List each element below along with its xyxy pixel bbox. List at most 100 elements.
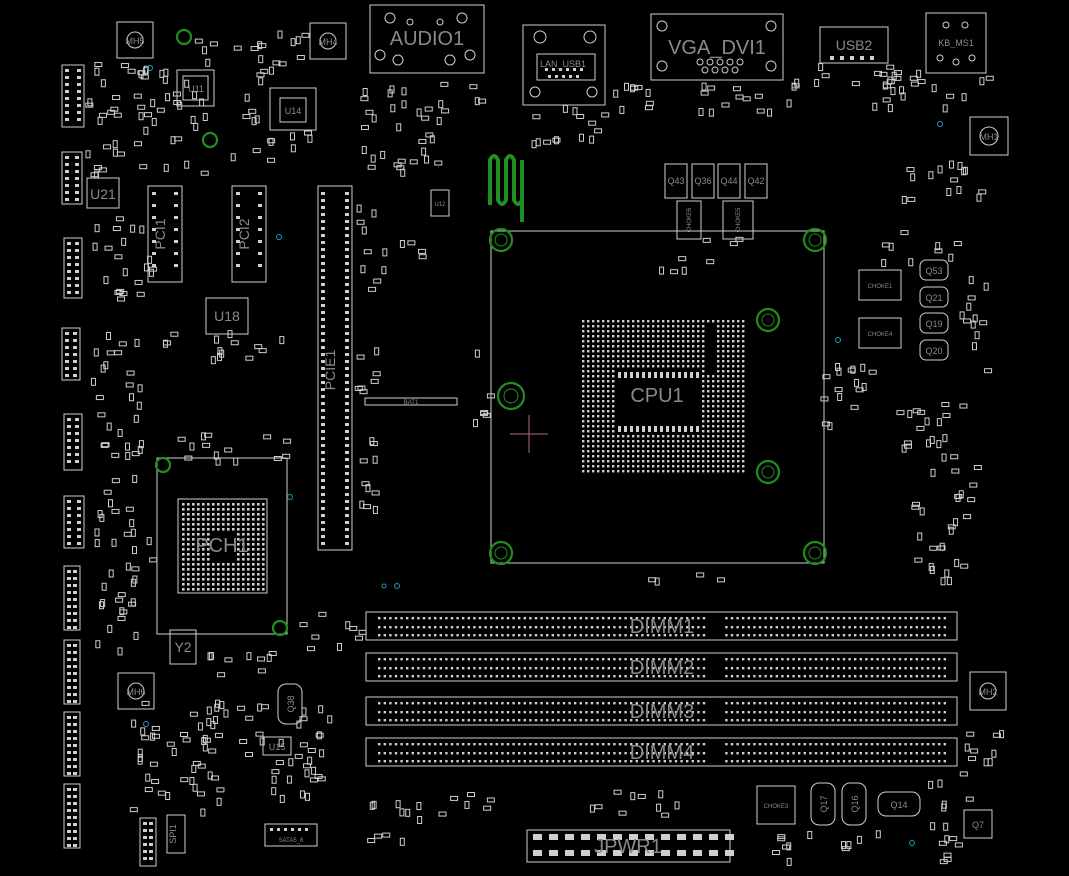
- q38-label: Q38: [286, 695, 296, 712]
- crosshair: [510, 415, 548, 453]
- lan-usb-label: LAN_USB1: [540, 59, 586, 69]
- mosfet-q53[interactable]: Q53: [919, 259, 949, 281]
- u12-label: U12: [434, 202, 446, 208]
- pch-label: PCH1: [195, 535, 248, 557]
- u15-label: U15: [269, 742, 286, 752]
- bat-label: BAT1: [404, 400, 419, 406]
- ic-u21[interactable]: U21: [86, 177, 120, 209]
- spi-header[interactable]: SPI1: [166, 814, 186, 854]
- mosfet-q17[interactable]: Q17: [810, 782, 836, 826]
- choke-6[interactable]: CHOKE6: [676, 200, 702, 240]
- serpentine-trace: [488, 154, 524, 222]
- lan-usb-connector[interactable]: LAN_USB1: [522, 24, 606, 106]
- pch-chip[interactable]: PCH1: [156, 457, 288, 635]
- dimm1-label: DIMM1: [630, 616, 694, 638]
- q43-label: Q43: [667, 176, 684, 186]
- mount-hole-mh2[interactable]: MH2: [969, 671, 1007, 711]
- q21-label: Q21: [925, 293, 942, 303]
- mount-hole-mh1[interactable]: MH1: [969, 116, 1009, 156]
- q17-label: Q17: [819, 795, 829, 812]
- passive-components: [85, 30, 1005, 866]
- cpu-label: CPU1: [630, 385, 683, 407]
- q38[interactable]: Q38: [277, 683, 303, 725]
- choke1-label: CHOKE1: [868, 284, 893, 290]
- mh5-label: MH5: [125, 36, 144, 46]
- mount-hole-mh4[interactable]: MH4: [309, 22, 347, 60]
- sata-label: SATA5_6: [279, 838, 304, 844]
- sata-connector[interactable]: SATA5_6: [264, 823, 318, 847]
- dimm4-label: DIMM4: [630, 742, 694, 764]
- usb-connector[interactable]: USB2: [819, 26, 889, 64]
- dimm-slot-4[interactable]: DIMM4: [365, 737, 958, 767]
- pci-slot-2[interactable]: PCI2: [231, 185, 267, 283]
- jpwr-label: JPWR1: [594, 836, 662, 858]
- choke-1[interactable]: CHOKE1: [858, 269, 902, 301]
- choke-3[interactable]: CHOKE3: [756, 785, 796, 825]
- mount-hole-mh5[interactable]: MH5: [116, 21, 154, 59]
- choke4-label: CHOKE4: [868, 332, 893, 338]
- q19-label: Q19: [925, 319, 942, 329]
- mh2-label: MH2: [978, 687, 997, 697]
- q53-label: Q53: [925, 266, 942, 276]
- pcie-x16-slot[interactable]: PCIE1: [317, 185, 353, 551]
- mosfet-q21[interactable]: Q21: [919, 286, 949, 308]
- audio-label: AUDIO1: [390, 28, 464, 50]
- mosfet-q20[interactable]: Q20: [919, 339, 949, 361]
- crystal-y2[interactable]: Y2: [169, 629, 197, 665]
- u18-label: U18: [214, 308, 240, 324]
- atx-power-connector[interactable]: JPWR1: [526, 829, 734, 863]
- mosfet-q14[interactable]: Q14: [877, 791, 921, 817]
- q14-label: Q14: [890, 800, 907, 810]
- q20-label: Q20: [925, 346, 942, 356]
- battery-holder[interactable]: BAT1: [364, 397, 458, 406]
- choke-4[interactable]: CHOKE4: [858, 317, 902, 349]
- kb-ms-label: KB_MS1: [938, 38, 974, 48]
- ic-u14[interactable]: U14: [269, 87, 317, 131]
- mh4-label: MH4: [318, 37, 337, 47]
- audio-connector[interactable]: AUDIO1: [369, 4, 485, 74]
- choke-5[interactable]: CHOKE5: [722, 200, 754, 240]
- vias: [143, 65, 943, 846]
- cpu-socket[interactable]: CPU1: [490, 230, 825, 564]
- vga-dvi-label: VGA_DVI1: [668, 37, 766, 59]
- pcie-label: PCIE1: [322, 350, 338, 391]
- q36-label: Q36: [694, 176, 711, 186]
- q44-label: Q44: [720, 176, 737, 186]
- kb-ms-connector[interactable]: KB_MS1: [925, 12, 987, 74]
- mosfet-q7[interactable]: Q7: [963, 809, 993, 839]
- mount-hole-mh6[interactable]: MH6: [117, 672, 155, 710]
- mosfet-q42[interactable]: Q42: [744, 163, 768, 199]
- mosfet-q19[interactable]: Q19: [919, 312, 949, 334]
- mh6-label: MH6: [126, 687, 145, 697]
- q16-label: Q16: [850, 795, 860, 812]
- choke5-label: CHOKE5: [736, 207, 742, 232]
- ic-u15[interactable]: U15: [262, 736, 292, 756]
- dimm3-label: DIMM3: [630, 701, 694, 723]
- cpu-mount-holes: [154, 28, 828, 637]
- choke3-label: CHOKE3: [764, 804, 789, 810]
- pci1-label: PCI1: [152, 218, 168, 249]
- dimm2-label: DIMM2: [630, 657, 694, 679]
- mosfet-q43[interactable]: Q43: [664, 163, 688, 199]
- q7-label: Q7: [972, 820, 984, 830]
- ic-u18[interactable]: U18: [205, 297, 249, 335]
- front-panel-headers[interactable]: [61, 64, 157, 867]
- pci-slot-1[interactable]: PCI1: [147, 185, 183, 283]
- dimm-slot-2[interactable]: DIMM2: [365, 652, 958, 682]
- mh1-label: MH1: [979, 132, 998, 142]
- y2-label: Y2: [174, 639, 191, 655]
- mosfet-q16[interactable]: Q16: [841, 782, 867, 826]
- mosfet-q36[interactable]: Q36: [691, 163, 715, 199]
- vga-dvi-connector[interactable]: VGA_DVI1: [650, 13, 784, 81]
- usb-label: USB2: [836, 37, 873, 53]
- dimm-slot-3[interactable]: DIMM3: [365, 696, 958, 726]
- u14-label: U14: [285, 106, 302, 116]
- q42-label: Q42: [747, 176, 764, 186]
- u11-label: U11: [188, 84, 204, 94]
- choke6-label: CHOKE6: [687, 207, 693, 232]
- ic-u11[interactable]: U11: [176, 69, 215, 107]
- dimm-slot-1[interactable]: DIMM1: [365, 611, 958, 641]
- spi-label: SPI1: [168, 824, 178, 844]
- mosfet-q44[interactable]: Q44: [717, 163, 741, 199]
- ic-u12[interactable]: U12: [430, 189, 450, 217]
